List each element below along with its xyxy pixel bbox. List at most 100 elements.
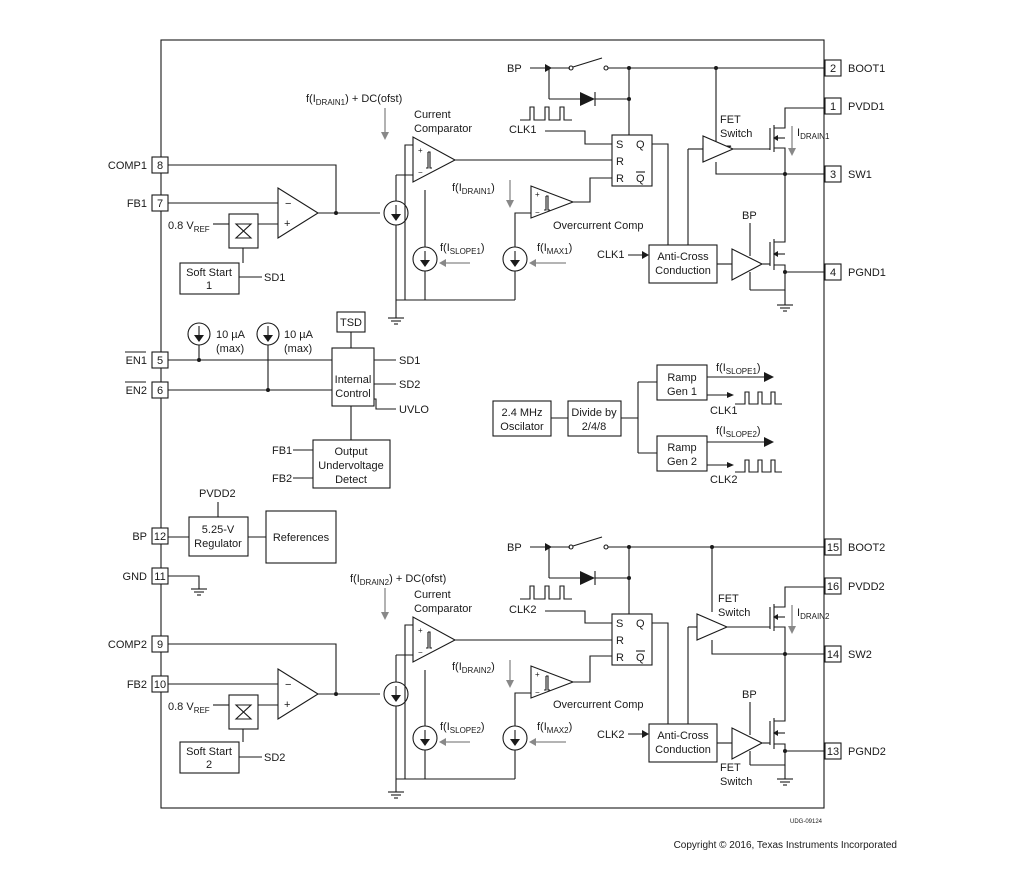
- svg-text:FB1: FB1: [127, 198, 147, 210]
- svg-text:Comparator: Comparator: [414, 603, 472, 615]
- svg-text:PVDD1: PVDD1: [848, 101, 885, 113]
- current-comparator-2: [412, 616, 457, 663]
- svg-text:BP: BP: [132, 531, 147, 543]
- svg-text:11: 11: [154, 571, 165, 583]
- soft-start-1: [179, 262, 240, 295]
- svg-text:+: +: [535, 190, 540, 199]
- svg-text:+: +: [284, 218, 290, 230]
- svg-text:BP: BP: [742, 689, 757, 701]
- svg-text:f(IDRAIN2) + DC(ofst): f(IDRAIN2) + DC(ofst): [350, 573, 446, 587]
- svg-text:Q: Q: [636, 652, 645, 664]
- svg-text:Output: Output: [334, 446, 367, 458]
- pin-fb2: 10 FB2: [127, 675, 169, 693]
- internal-control-block: [331, 347, 375, 407]
- svg-text:FB1: FB1: [272, 445, 292, 457]
- svg-text:Overcurrent Comp: Overcurrent Comp: [553, 220, 643, 232]
- svg-text:Ramp: Ramp: [667, 372, 696, 384]
- pin-sw1: 3 SW1: [824, 165, 872, 183]
- svg-text:CLK1: CLK1: [597, 249, 625, 261]
- svg-text:+: +: [535, 670, 540, 679]
- error-amplifier-2: [277, 668, 320, 720]
- svg-text:f(IDRAIN1): f(IDRAIN1): [452, 182, 495, 196]
- svg-text:Anti-Cross: Anti-Cross: [657, 251, 709, 263]
- svg-text:Conduction: Conduction: [655, 744, 711, 756]
- svg-text:FET: FET: [720, 762, 741, 774]
- pin-pvdd1: 1 PVDD1: [824, 97, 885, 115]
- svg-text:f(ISLOPE1): f(ISLOPE1): [440, 242, 485, 256]
- svg-text:BOOT2: BOOT2: [848, 542, 885, 554]
- clock-pulse-icon: [735, 391, 782, 405]
- high-side-fet-2: [769, 586, 825, 654]
- svg-text:(max): (max): [284, 343, 312, 355]
- svg-text:FET: FET: [718, 593, 739, 605]
- svg-text:2.4 MHz: 2.4 MHz: [502, 407, 543, 419]
- svg-text:UVLO: UVLO: [399, 404, 429, 416]
- svg-text:EN1: EN1: [126, 355, 147, 367]
- svg-text:Divide by: Divide by: [571, 407, 617, 419]
- svg-text:−: −: [285, 198, 291, 210]
- svg-text:R: R: [616, 652, 624, 664]
- svg-text:10 µA: 10 µA: [216, 329, 246, 341]
- low-side-driver-1: [731, 248, 764, 281]
- channel-2: − + 0.8 VREF Soft Start 2 SD2 f(IDRAIN2)…: [168, 536, 830, 799]
- low-side-fet-2: [769, 711, 825, 752]
- svg-text:0.8 VREF: 0.8 VREF: [168, 220, 210, 234]
- svg-text:S: S: [616, 139, 623, 151]
- svg-text:+: +: [284, 699, 290, 711]
- ic-outline: [160, 39, 825, 809]
- svg-text:BP: BP: [742, 210, 757, 222]
- pin-en1: 5 EN1: [125, 351, 169, 369]
- sr-latch-2: [611, 613, 653, 666]
- svg-text:References: References: [273, 532, 330, 544]
- pin-comp2: 9 COMP2: [108, 635, 169, 653]
- regulator-block: [188, 516, 249, 557]
- svg-text:SD2: SD2: [264, 752, 285, 764]
- clock-pulse-icon: [520, 106, 572, 121]
- svg-text:6: 6: [157, 385, 163, 397]
- svg-text:R: R: [616, 156, 624, 168]
- svg-text:13: 13: [827, 746, 839, 758]
- svg-text:Current: Current: [414, 589, 451, 601]
- svg-text:7: 7: [157, 198, 163, 210]
- copyright: Copyright © 2016, Texas Instruments Inco…: [674, 840, 897, 851]
- pin-fb1: 7 FB1: [127, 194, 169, 212]
- svg-text:COMP1: COMP1: [108, 160, 147, 172]
- svg-text:Oscilator: Oscilator: [500, 421, 544, 433]
- svg-text:f(ISLOPE1): f(ISLOPE1): [716, 362, 761, 376]
- svg-text:Ramp: Ramp: [667, 442, 696, 454]
- svg-text:12: 12: [154, 531, 166, 543]
- ground-icon: [777, 765, 793, 786]
- svg-text:Internal: Internal: [335, 374, 372, 386]
- low-side-driver-2: [731, 727, 764, 760]
- svg-text:+: +: [418, 626, 423, 635]
- middle-section: 10 µA (max) 10 µA (max) TSD Internal Con…: [168, 311, 782, 596]
- svg-text:Overcurrent Comp: Overcurrent Comp: [553, 699, 643, 711]
- svg-text:BP: BP: [507, 63, 522, 75]
- pin-en2: 6 EN2: [125, 381, 169, 399]
- svg-text:PGND2: PGND2: [848, 746, 886, 758]
- svg-text:COMP2: COMP2: [108, 639, 147, 651]
- svg-text:f(IMAX2): f(IMAX2): [537, 721, 572, 735]
- channel-1: − + 0.8 VREF Soft Start 1 SD1 f(IDRA: [168, 57, 830, 325]
- svg-text:R: R: [616, 173, 624, 185]
- svg-text:5: 5: [157, 355, 163, 367]
- svg-text:GND: GND: [123, 571, 148, 583]
- svg-text:PGND1: PGND1: [848, 267, 886, 279]
- svg-text:f(IMAX1): f(IMAX1): [537, 242, 572, 256]
- svg-text:Switch: Switch: [720, 128, 752, 140]
- svg-text:(max): (max): [216, 343, 244, 355]
- svg-text:Undervoltage: Undervoltage: [318, 460, 383, 472]
- svg-text:Soft Start: Soft Start: [186, 267, 232, 279]
- svg-text:IDRAIN1: IDRAIN1: [797, 127, 830, 141]
- svg-text:14: 14: [827, 649, 839, 661]
- svg-text:BOOT1: BOOT1: [848, 63, 885, 75]
- svg-text:16: 16: [827, 581, 839, 593]
- svg-text:f(IDRAIN1) + DC(ofst): f(IDRAIN1) + DC(ofst): [306, 93, 402, 107]
- svg-text:f(IDRAIN2): f(IDRAIN2): [452, 661, 495, 675]
- svg-text:CLK1: CLK1: [710, 405, 738, 417]
- svg-text:FB2: FB2: [272, 473, 292, 485]
- ground-icon: [191, 588, 207, 596]
- svg-text:PVDD2: PVDD2: [199, 488, 236, 500]
- svg-text:1: 1: [830, 101, 836, 113]
